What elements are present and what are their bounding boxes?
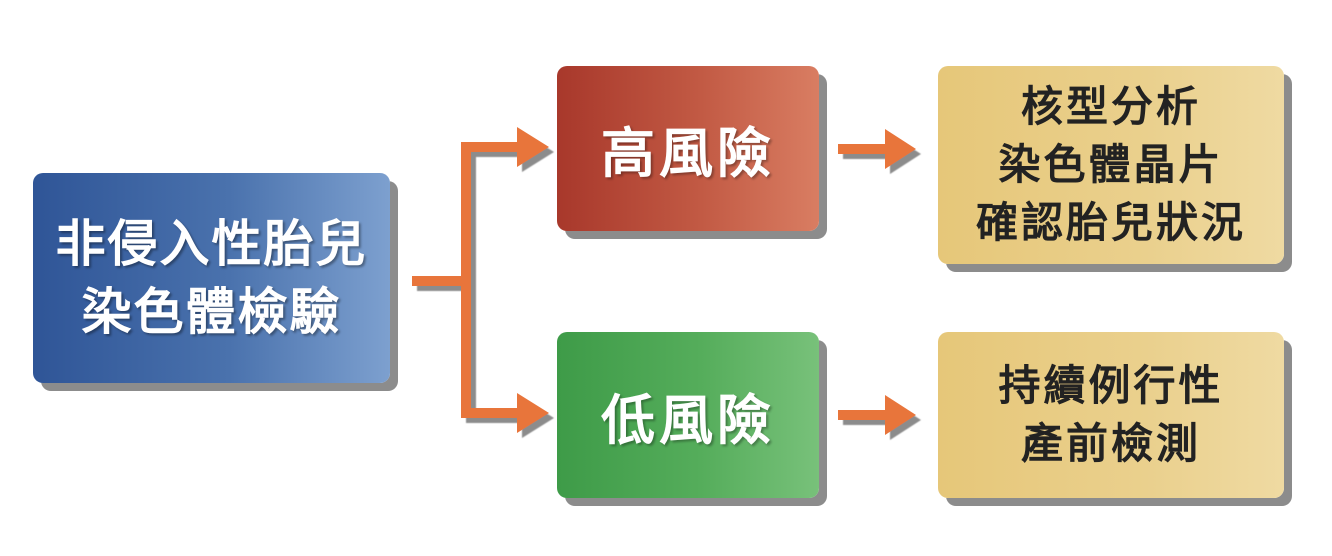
low-result-line-1: 持續例行性 <box>998 361 1224 410</box>
high-risk-label: 高風險 <box>601 122 775 185</box>
low-risk-box: 低風險 <box>557 332 819 498</box>
low-risk-result-box: 持續例行性 產前檢測 <box>938 332 1284 498</box>
arrowhead-low-risk <box>517 393 549 433</box>
high-result-line-1: 核型分析 <box>1020 82 1201 131</box>
arrowhead-low-result <box>885 395 916 435</box>
nipt-line-1: 非侵入性胎兒 <box>55 215 368 273</box>
high-risk-box: 高風險 <box>557 66 819 231</box>
nipt-test-box: 非侵入性胎兒 染色體檢驗 <box>33 173 390 383</box>
arrowhead-high-risk <box>517 127 549 167</box>
high-result-line-2: 染色體晶片 <box>998 140 1224 189</box>
low-result-line-2: 產前檢測 <box>1020 419 1201 468</box>
branch-connector <box>412 147 471 413</box>
high-risk-result-box: 核型分析 染色體晶片 確認胎兒狀況 <box>938 66 1284 264</box>
nipt-line-2: 染色體檢驗 <box>81 283 342 341</box>
low-risk-label: 低風險 <box>601 388 775 452</box>
high-result-line-3: 確認胎兒狀況 <box>975 198 1246 247</box>
arrowhead-high-result <box>885 129 916 169</box>
